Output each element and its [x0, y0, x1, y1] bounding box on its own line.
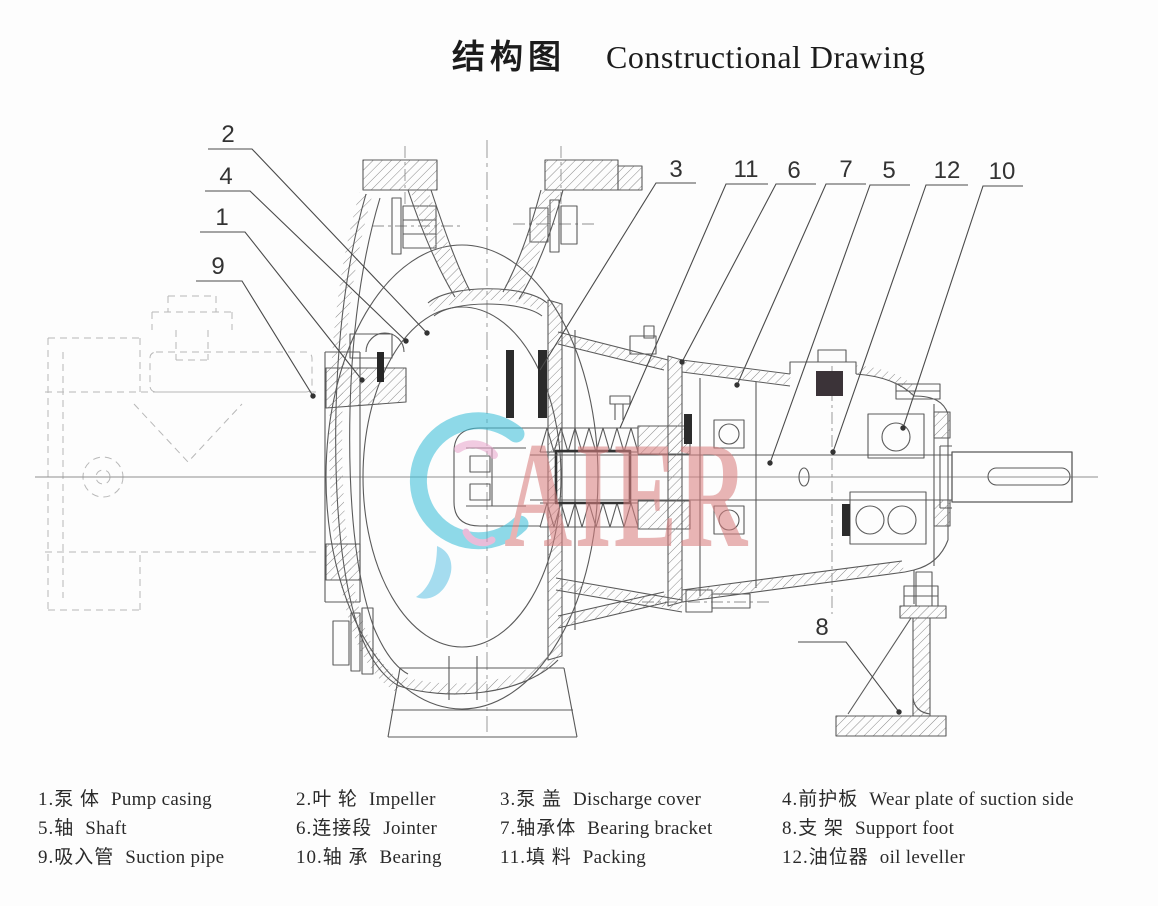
callout-number: 8	[815, 614, 828, 641]
legend-zh-label: 9.吸入管	[38, 847, 115, 868]
legend-item-7: 7.轴承体 Bearing bracket	[500, 818, 782, 839]
callout-8: 8	[798, 614, 902, 715]
callout-dot	[424, 330, 430, 336]
legend-en-label: Pump casing	[111, 789, 212, 810]
parts-legend: 1.泵 体 Pump casing 2.叶 轮 Impeller 3.泵 盖 Discha…	[38, 789, 1074, 868]
page-title: 结构图 Constructional Drawing	[452, 30, 925, 78]
legend-en-label: Bearing bracket	[587, 818, 713, 839]
legend-en-label: Packing	[582, 847, 647, 868]
callout-3: 3	[539, 156, 696, 371]
callout-dot	[830, 449, 836, 455]
callout-dot	[767, 460, 773, 466]
legend-en-label: Bearing	[379, 847, 442, 868]
ball-bearings	[684, 413, 927, 545]
legend-en-label: Wear plate of suction side	[869, 789, 1074, 810]
legend-item-9: 9.吸入管 Suction pipe	[38, 847, 296, 868]
legend-zh-label: 1.泵 体	[38, 789, 101, 810]
legend-en-label: Discharge cover	[573, 789, 702, 810]
legend-en-label: Impeller	[369, 789, 436, 810]
legend-en-label: Suction pipe	[125, 847, 225, 868]
callout-number: 9	[211, 253, 224, 280]
callout-number: 12	[934, 157, 961, 184]
callout-number: 10	[989, 158, 1016, 185]
legend-en-label: Shaft	[85, 818, 127, 839]
callout-number: 3	[669, 156, 682, 183]
legend-en-label: Support foot	[855, 818, 955, 839]
callout-leader-line	[832, 184, 968, 453]
callout-5: 5	[767, 157, 910, 466]
callout-4: 4	[205, 163, 409, 344]
watermark: AIER	[409, 411, 750, 599]
suction-flange	[324, 351, 407, 603]
callout-9: 9	[196, 253, 316, 399]
callout-number: 4	[219, 163, 232, 190]
legend-item-3: 3.泵 盖 Discharge cover	[500, 789, 782, 810]
legend-item-8: 8.支 架 Support foot	[782, 818, 1074, 839]
callout-11: 11	[619, 156, 768, 429]
legend-item-1: 1.泵 体 Pump casing	[38, 789, 296, 810]
legend-item-6: 6.连接段 Jointer	[296, 818, 500, 839]
suction-pipe-phantom	[45, 295, 318, 611]
callout-leader-line	[196, 280, 314, 397]
watermark-text: AIER	[504, 411, 750, 579]
callout-number: 6	[787, 157, 800, 184]
callout-leader-line	[736, 183, 866, 386]
callout-leader-line	[902, 185, 1023, 429]
callout-6: 6	[679, 157, 816, 365]
part-callouts: 2 4 1 9 3 11 6 7 5 12 10 8	[196, 121, 1023, 715]
callout-leader-line	[200, 231, 363, 381]
discharge-flange	[362, 159, 643, 300]
title-english: Constructional Drawing	[606, 39, 926, 75]
legend-zh-label: 11.填 料	[500, 847, 572, 868]
callout-10: 10	[900, 158, 1023, 431]
callout-12: 12	[830, 157, 968, 455]
legend-item-2: 2.叶 轮 Impeller	[296, 789, 500, 810]
legend-zh-label: 6.连接段	[296, 818, 373, 839]
callout-leader-line	[208, 148, 428, 334]
callout-number: 1	[215, 204, 228, 231]
wear-plate-bolt	[349, 332, 405, 382]
callout-dot	[403, 338, 409, 344]
callout-leader-line	[619, 183, 768, 429]
callout-number: 5	[882, 157, 895, 184]
legend-en-label: oil leveller	[879, 847, 966, 868]
callout-1: 1	[200, 204, 365, 383]
legend-item-11: 11.填 料 Packing	[500, 847, 782, 868]
callout-leader-line	[798, 641, 900, 713]
callout-dot	[679, 359, 685, 365]
callout-dot	[896, 709, 902, 715]
callout-dot	[900, 425, 906, 431]
legend-zh-label: 7.轴承体	[500, 818, 577, 839]
callout-dot	[310, 393, 316, 399]
callout-leader-line	[539, 182, 696, 371]
legend-zh-label: 2.叶 轮	[296, 789, 359, 810]
legend-item-4: 4.前护板 Wear plate of suction side	[782, 789, 1074, 810]
title-chinese: 结构图	[452, 40, 566, 76]
callout-leader-line	[769, 184, 910, 464]
casing-pedestal	[332, 607, 578, 738]
support-foot-shape	[835, 571, 947, 737]
callout-2: 2	[208, 121, 430, 336]
callout-number: 7	[839, 156, 852, 183]
legend-item-5: 5.轴 Shaft	[38, 818, 296, 839]
callout-dot	[734, 382, 740, 388]
callout-number: 2	[221, 121, 234, 148]
callout-dot	[359, 377, 365, 383]
bearing-bracket-shape	[555, 349, 951, 613]
legend-item-10: 10.轴 承 Bearing	[296, 847, 500, 868]
legend-zh-label: 3.泵 盖	[500, 789, 563, 810]
callout-7: 7	[734, 156, 866, 388]
callout-number: 11	[734, 156, 759, 183]
legend-zh-label: 12.油位器	[782, 847, 869, 868]
callout-leader-line	[205, 190, 407, 342]
shaft-shape	[530, 445, 1073, 509]
legend-zh-label: 5.轴	[38, 818, 75, 839]
legend-zh-label: 8.支 架	[782, 818, 845, 839]
legend-item-12: 12.油位器 oil leveller	[782, 847, 1074, 868]
legend-zh-label: 4.前护板	[782, 789, 859, 810]
legend-en-label: Jointer	[383, 818, 438, 839]
callout-leader-line	[681, 183, 816, 363]
legend-zh-label: 10.轴 承	[296, 847, 369, 868]
